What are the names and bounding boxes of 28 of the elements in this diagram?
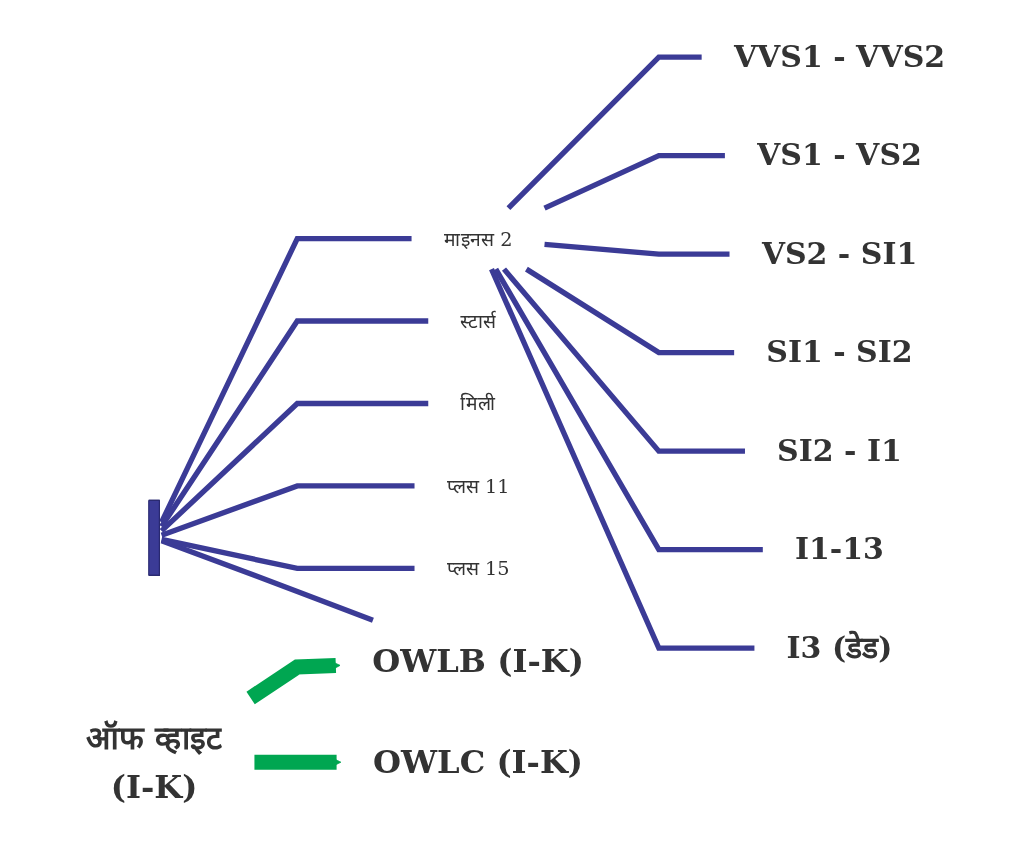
arrow bbox=[254, 754, 342, 770]
connector bbox=[159, 235, 412, 524]
node-text: प्लस 15 bbox=[446, 557, 510, 580]
node-text: VS2 - SI1 bbox=[761, 235, 918, 272]
node-text: प्लस 11 bbox=[446, 474, 510, 498]
connector bbox=[160, 483, 415, 538]
connector bbox=[506, 54, 702, 210]
arrow bbox=[246, 658, 341, 705]
connector bbox=[543, 152, 725, 211]
node-text: SI2 - I1 bbox=[777, 432, 902, 469]
node-text: SI1 - SI2 bbox=[766, 334, 913, 370]
connector bbox=[525, 266, 735, 356]
node-text: मिली bbox=[460, 392, 496, 415]
connector bbox=[501, 267, 745, 454]
connector bbox=[159, 400, 429, 533]
connector bbox=[489, 268, 755, 651]
node-text: I1-13 bbox=[794, 531, 884, 567]
connector bbox=[159, 318, 429, 528]
connector bbox=[161, 536, 415, 572]
node-text: OWLB (I-K) bbox=[372, 641, 584, 680]
connector bbox=[493, 267, 763, 553]
node-text: स्टार्स bbox=[460, 309, 496, 333]
connector bbox=[544, 241, 730, 257]
node-text: VVS1 - VVS2 bbox=[733, 38, 946, 75]
node-text: VS1 - VS2 bbox=[757, 137, 922, 173]
node-text: I3 (डेड) bbox=[786, 629, 893, 666]
node-text: माइनस 2 bbox=[443, 227, 513, 250]
node-text: OWLC (I-K) bbox=[373, 743, 584, 781]
